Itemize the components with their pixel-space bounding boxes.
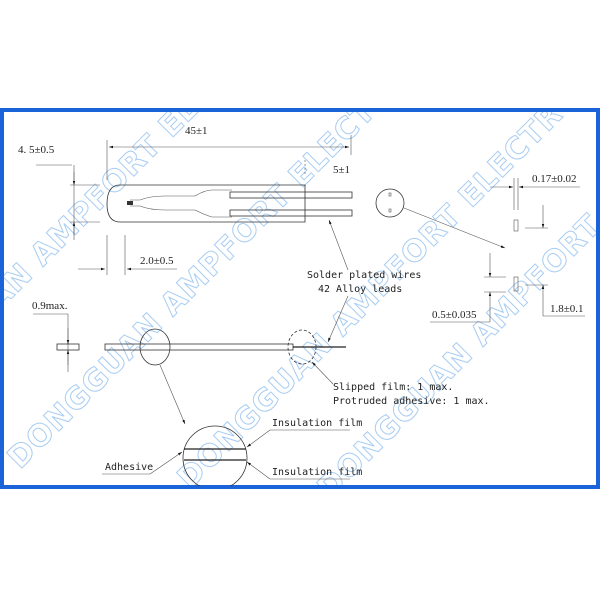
cross-section-detail: Insulation film Insulation film Adhesive xyxy=(102,418,362,486)
dim-tip: 2.0±0.5 xyxy=(140,255,174,267)
adhesive-label: Adhesive xyxy=(105,462,153,473)
dim-lead-thickness: 0.17±0.02 xyxy=(532,173,577,185)
leads-label-1: Solder plated wires xyxy=(307,270,421,281)
slipped-film-note: Slipped film: 1 max. xyxy=(333,382,453,393)
dim-thickness: 0.9max. xyxy=(32,300,68,312)
dim-lead-length: 5±1 xyxy=(333,164,350,176)
svg-text:DONGGUAN AMPFORT ELECTRONICS C: DONGGUAN AMPFORT ELECTRONICS CO., LTD. xyxy=(1,0,600,476)
side-view: 0.9max. Slipped film: 1 max. Protruded a… xyxy=(32,300,490,425)
dim-length: 45±1 xyxy=(185,125,208,137)
svg-text:DONGGUAN AMPFORT ELECTRONICS C: DONGGUAN AMPFORT ELECTRONICS CO., LTD. xyxy=(311,0,600,506)
leads-label-2: 42 Alloy leads xyxy=(318,284,402,295)
protruded-adhesive-note: Protruded adhesive: 1 max. xyxy=(333,396,490,407)
end-view: 0.17±0.02 1.8±0.1 0.5±0.035 xyxy=(375,173,585,323)
dim-lead-pitch: 1.8±0.1 xyxy=(550,303,584,315)
dim-lead-width: 0.5±0.035 xyxy=(432,309,477,321)
top-view: 45±1 4. 5±0.5 5±1 2.0±0.5 Solder plated … xyxy=(18,125,421,343)
insulation-film-bottom-label: Insulation film xyxy=(272,467,362,478)
dim-width: 4. 5±0.5 xyxy=(18,144,55,156)
svg-text:DONGGUAN AMPFORT ELECTRONICS C: DONGGUAN AMPFORT ELECTRONICS CO., LTD. xyxy=(4,112,470,426)
insulation-film-top-label: Insulation film xyxy=(272,418,362,429)
blue-frame xyxy=(0,108,600,489)
